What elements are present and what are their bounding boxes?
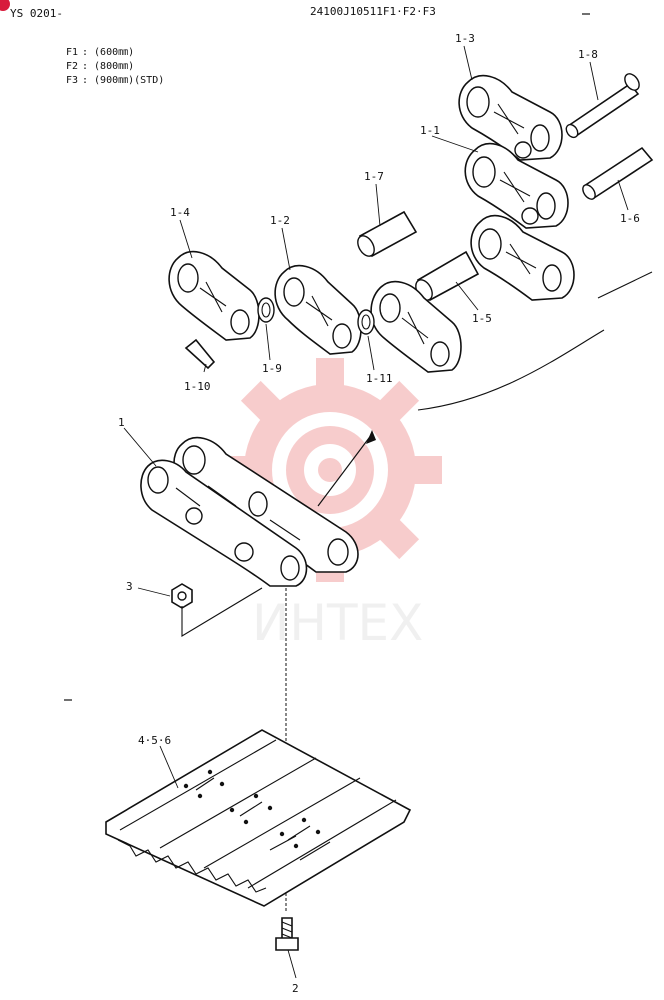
- callout-1-3: 1-3: [455, 32, 475, 45]
- part-1-1-link: [464, 142, 569, 229]
- part-1-6-pin: [582, 146, 654, 200]
- watermark-text: ИНТЕХ: [252, 594, 423, 652]
- part-1-5-link: [470, 214, 575, 301]
- part-1-11-link: [370, 280, 462, 373]
- assembly-bracket-line: [417, 271, 653, 411]
- part-2-shoe-bolt: [275, 917, 299, 951]
- nut-bracket-line: [181, 587, 263, 637]
- legend-f1-spec: : (600㎜): [82, 47, 134, 58]
- callout-4-5-6: 4·5·6: [138, 734, 171, 747]
- part-1-8-pin: [565, 73, 640, 139]
- part-1-3-link: [458, 74, 563, 161]
- part-1-11-seal: [357, 309, 375, 335]
- callout-1-10: 1-10: [184, 380, 211, 393]
- explode-arrow-line: [317, 433, 373, 507]
- part-4-5-6-track-shoe: [105, 729, 412, 907]
- callout-1-11: 1-11: [366, 372, 393, 385]
- callout-1-6: 1-6: [620, 212, 640, 225]
- callout-1-5: 1-5: [472, 312, 492, 325]
- part-1-track-link-assembly: [140, 436, 359, 587]
- callout-1-8: 1-8: [578, 48, 598, 61]
- part-number: 24100J10511F1·F2·F3: [310, 5, 436, 18]
- callout-1: 1: [118, 416, 125, 429]
- part-1-2-link: [274, 264, 362, 355]
- part-1-10-clip: [184, 338, 216, 370]
- legend-f1-code: F1: [66, 47, 78, 58]
- explode-arrow-icon: [366, 430, 376, 444]
- size-legend: F1 : (600㎜) F2 : (800㎜) F3 : (900㎜)(STD): [66, 47, 164, 86]
- part-1-4-link: [168, 250, 260, 341]
- callout-1-2: 1-2: [270, 214, 290, 227]
- leader-lines: [123, 45, 629, 979]
- doc-code: YS 0201-: [10, 7, 63, 20]
- corner-mark-icon: [0, 0, 10, 11]
- part-1-9-seal: [257, 297, 275, 323]
- part-1-7-bushing: [357, 210, 418, 258]
- callout-1-7: 1-7: [364, 170, 384, 183]
- legend-f3-code: F3: [66, 75, 78, 86]
- part-3-nut: [171, 583, 193, 609]
- callout-3: 3: [126, 580, 133, 593]
- legend-f2-code: F2: [66, 61, 78, 72]
- shoe-bolt-holes: [183, 769, 321, 849]
- legend-f2-spec: : (800㎜): [82, 61, 134, 72]
- legend-f3-spec: : (900㎜)(STD): [82, 75, 164, 86]
- callout-1-4: 1-4: [170, 206, 190, 219]
- callout-1-1: 1-1: [420, 124, 440, 137]
- callout-1-9: 1-9: [262, 362, 282, 375]
- callout-2: 2: [292, 982, 299, 995]
